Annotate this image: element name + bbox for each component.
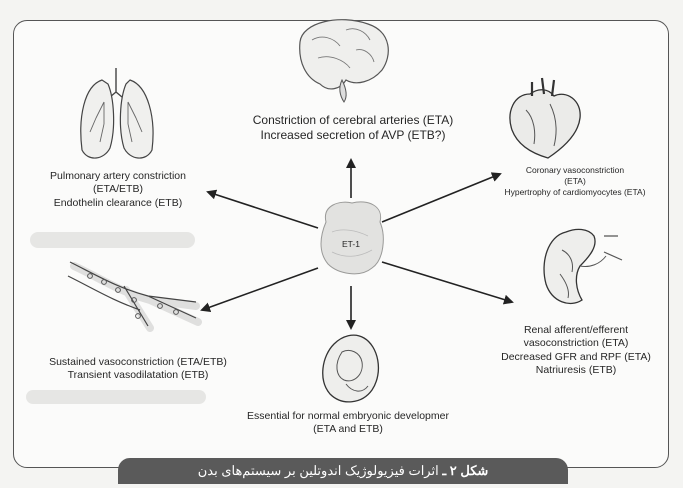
lung-line-3: Endothelin clearance (ETB) <box>20 197 216 210</box>
center-label: ET-1 <box>334 239 368 250</box>
brain-line-1: Constriction of cerebral arteries (ETA) <box>198 113 508 128</box>
lung-line-2: (ETA/ETB) <box>20 183 216 196</box>
lung-smudge <box>30 232 195 248</box>
caption-text: اثرات فیزیولوژیک اندوتلین بر سیستم‌های ب… <box>198 463 443 478</box>
brain-illustration <box>300 20 389 102</box>
embryo-illustration <box>323 335 379 402</box>
vessels-illustration <box>68 262 198 328</box>
arrow-to-lung <box>208 192 318 228</box>
figure-caption: شکل ۲ ـ اثرات فیزیولوژیک اندوتلین بر سیس… <box>118 458 568 484</box>
vessels-smudge <box>26 390 206 404</box>
heart-line-3: Hypertrophy of cardiomyocytes (ETA) <box>482 187 668 198</box>
lung-label: Pulmonary artery constriction (ETA/ETB) … <box>20 170 216 210</box>
heart-illustration <box>510 78 580 158</box>
vessels-label: Sustained vasoconstriction (ETA/ETB) Tra… <box>40 356 236 383</box>
et1-cell-illustration <box>321 202 383 274</box>
embryo-line-1: Essential for normal embryonic developme… <box>198 410 498 423</box>
brain-line-2: Increased secretion of AVP (ETB?) <box>198 128 508 143</box>
lung-illustration <box>81 68 153 158</box>
lung-line-1: Pulmonary artery constriction <box>20 170 216 183</box>
arrow-to-kidney <box>382 262 512 302</box>
kidney-illustration <box>544 229 622 303</box>
heart-label: Coronary vasoconstriction (ETA) Hypertro… <box>482 165 668 198</box>
kidney-label: Renal afferent/efferent vasoconstriction… <box>488 324 664 378</box>
kidney-line-3: Decreased GFR and RPF (ETA) <box>488 351 664 364</box>
arrow-to-vessels <box>202 268 318 310</box>
embryo-line-2: (ETA and ETB) <box>198 423 498 436</box>
heart-line-2: (ETA) <box>482 176 668 187</box>
kidney-line-1: Renal afferent/efferent <box>488 324 664 337</box>
embryo-label: Essential for normal embryonic developme… <box>198 410 498 437</box>
caption-label: شکل ۲ ـ <box>442 463 488 478</box>
vessels-line-1: Sustained vasoconstriction (ETA/ETB) <box>40 356 236 369</box>
kidney-line-2: vasoconstriction (ETA) <box>488 337 664 350</box>
brain-label: Constriction of cerebral arteries (ETA) … <box>198 113 508 144</box>
heart-line-1: Coronary vasoconstriction <box>482 165 668 176</box>
kidney-line-4: Natriuresis (ETB) <box>488 364 664 377</box>
vessels-line-2: Transient vasodilatation (ETB) <box>40 369 236 382</box>
